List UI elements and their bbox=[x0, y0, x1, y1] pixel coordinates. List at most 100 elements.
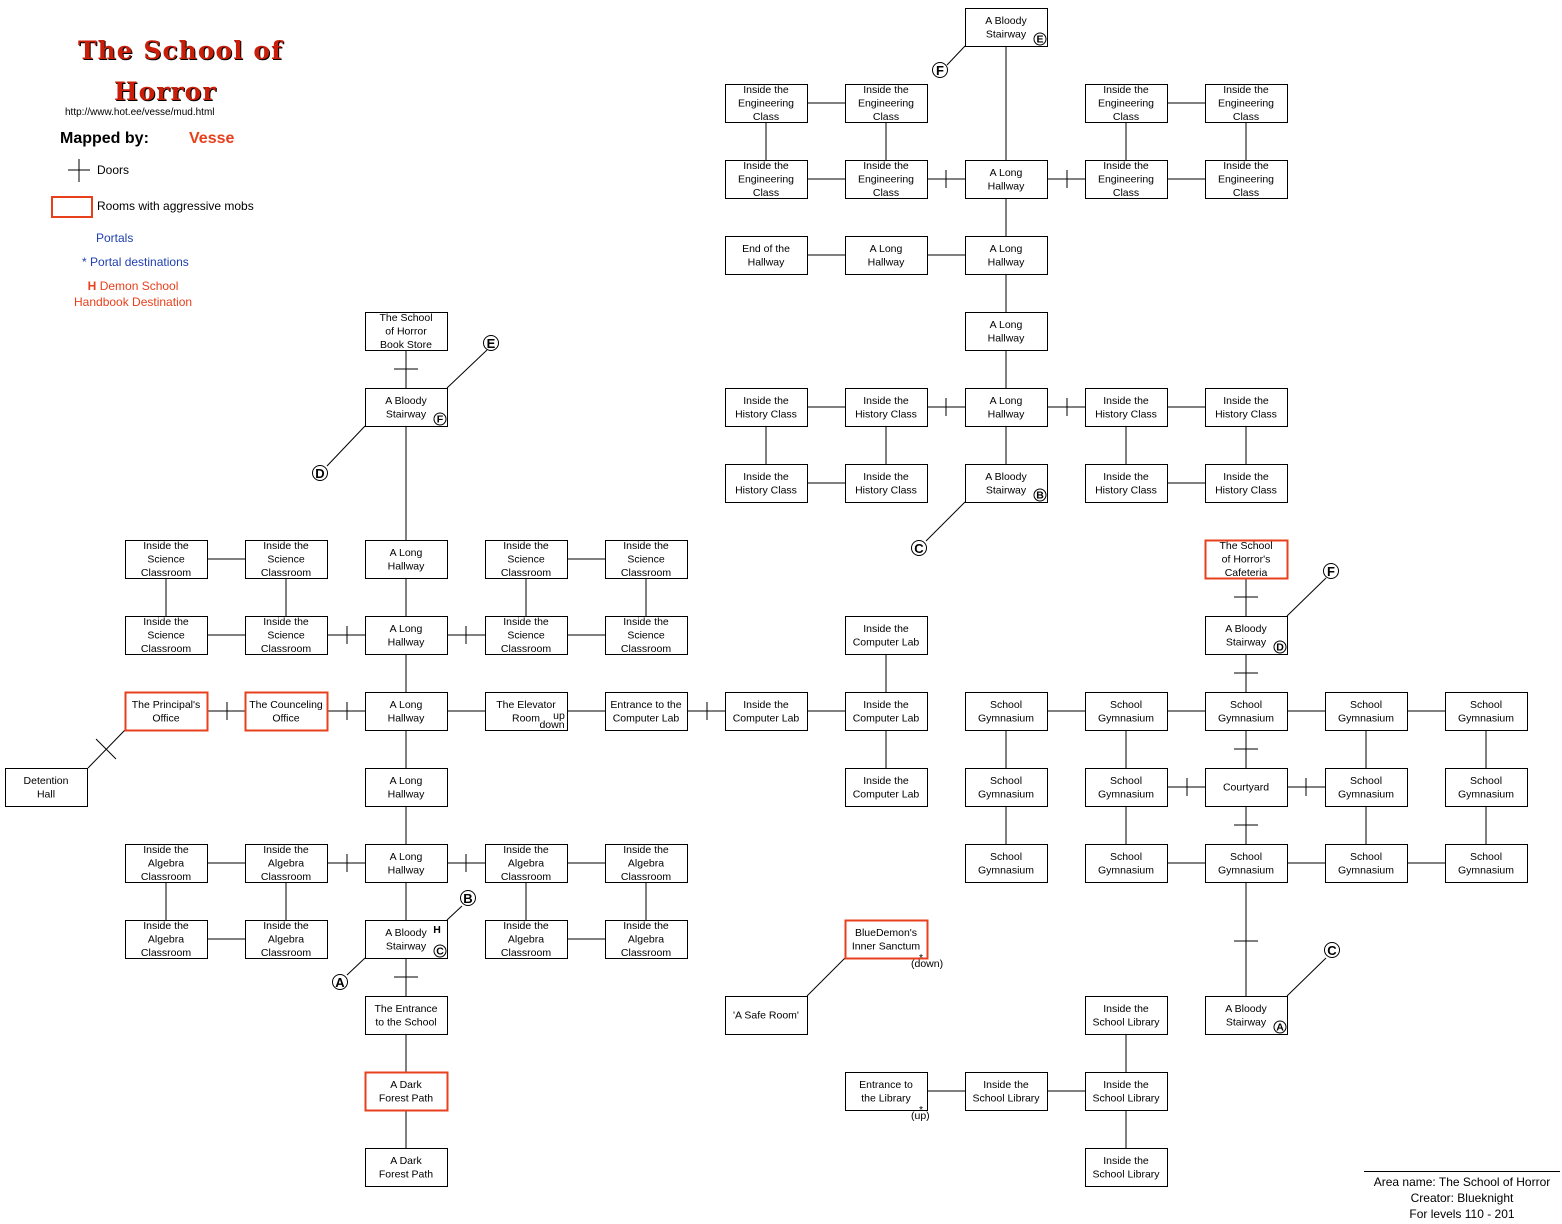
room-label-line: A Long bbox=[390, 699, 423, 711]
room-label-line: A Long bbox=[390, 851, 423, 863]
room-label-line: Computer Lab bbox=[733, 712, 800, 724]
room-label-line: School bbox=[990, 775, 1022, 787]
room-label-line: Science bbox=[147, 554, 185, 566]
room-label-line: Inside the bbox=[743, 395, 789, 407]
room-label-line: to the School bbox=[375, 1016, 436, 1028]
portal-down-label: down bbox=[539, 719, 564, 731]
room-label-line: Stairway bbox=[1226, 636, 1267, 648]
room-label-line: History Class bbox=[855, 408, 917, 420]
room-courtyard: Courtyard bbox=[1205, 768, 1288, 807]
room-label-line: Class bbox=[1233, 111, 1259, 123]
room-label-line: Classroom bbox=[621, 567, 671, 579]
room-label-line: School bbox=[1470, 699, 1502, 711]
room-label-line: Classroom bbox=[141, 567, 191, 579]
exit-line bbox=[925, 501, 966, 542]
room-label-line: Inside the bbox=[1103, 1003, 1149, 1015]
room-label-line: Hallway bbox=[748, 256, 786, 268]
room-label-line: Book Store bbox=[380, 339, 432, 351]
room-label-line: School bbox=[1350, 699, 1382, 711]
room-label-line: Classroom bbox=[501, 947, 551, 959]
room-label-line: Computer Lab bbox=[853, 788, 920, 800]
portal-destination-note: (down) bbox=[911, 958, 943, 970]
room-label-line: Inside the bbox=[1103, 84, 1149, 96]
exit-line bbox=[346, 957, 366, 976]
svg-text:B: B bbox=[463, 891, 472, 906]
room-label-line: Computer Lab bbox=[853, 636, 920, 648]
room-label-line: Algebra bbox=[628, 934, 664, 946]
room-label-line: Gymnasium bbox=[1218, 712, 1274, 724]
room-label-line: School bbox=[1350, 775, 1382, 787]
legend-aggressive: Rooms with aggressive mobs bbox=[97, 199, 254, 213]
exit-line bbox=[946, 45, 966, 66]
room-label-line: A Long bbox=[390, 547, 423, 559]
room-label-line: Inside the bbox=[1103, 471, 1149, 483]
room-label-line: The Principal's bbox=[132, 699, 201, 711]
room-label-line: Hallway bbox=[388, 560, 426, 572]
room-label-line: Science bbox=[267, 554, 305, 566]
exit-marker-m_e_w: E bbox=[483, 335, 499, 351]
exit-line bbox=[446, 905, 463, 921]
room-label-line: Class bbox=[753, 111, 779, 123]
room-label-line: Classroom bbox=[141, 871, 191, 883]
room-label-line: Hallway bbox=[988, 256, 1026, 268]
svg-text:C: C bbox=[914, 541, 924, 556]
room-label-line: Algebra bbox=[148, 858, 184, 870]
stair-exit-marker: E bbox=[1033, 32, 1047, 46]
room-label-line: A Bloody bbox=[1225, 1003, 1267, 1015]
room-label-line: School Library bbox=[1092, 1168, 1160, 1180]
room-label-line: Classroom bbox=[621, 643, 671, 655]
legend-door-icon bbox=[68, 159, 90, 182]
room-label-line: School Library bbox=[1092, 1092, 1160, 1104]
room-label-line: Inside the bbox=[743, 471, 789, 483]
stair-exit-marker: A bbox=[1273, 1020, 1287, 1034]
room-label-line: Hallway bbox=[388, 636, 426, 648]
svg-text:D: D bbox=[1276, 642, 1284, 654]
room-label-line: History Class bbox=[1215, 484, 1277, 496]
credit-levels: For levels 110 - 201 bbox=[1409, 1207, 1515, 1221]
room-label-line: Classroom bbox=[621, 871, 671, 883]
stair-exit-marker: F bbox=[433, 412, 447, 426]
map-title-line1: The School of bbox=[78, 36, 283, 65]
room-label-line: Inside the bbox=[863, 623, 909, 635]
svg-text:F: F bbox=[437, 414, 444, 426]
exit-marker-m_d_w: D bbox=[312, 465, 328, 481]
room-label-line: Inside the bbox=[623, 540, 669, 552]
room-label-line: Hallway bbox=[988, 180, 1026, 192]
room-label-line: Class bbox=[1113, 187, 1139, 199]
room-label-line: Science bbox=[267, 630, 305, 642]
author-url: http://www.hot.ee/vesse/mud.html bbox=[65, 107, 215, 118]
room-label-line: Gymnasium bbox=[978, 788, 1034, 800]
room-label-line: School bbox=[1110, 775, 1142, 787]
exit-marker-m_a_s: A bbox=[332, 974, 348, 990]
room-label-line: Algebra bbox=[268, 858, 304, 870]
room-label-line: Entrance to bbox=[859, 1079, 913, 1091]
room-label-line: School bbox=[990, 699, 1022, 711]
room-label-line: Science bbox=[507, 630, 545, 642]
room-label-line: Gymnasium bbox=[1458, 712, 1514, 724]
room-label-line: School Library bbox=[1092, 1016, 1160, 1028]
room-label-line: Hallway bbox=[868, 256, 906, 268]
legend-demon-line2: Handbook Destination bbox=[74, 295, 193, 309]
room-label-line: Inside the bbox=[1103, 1079, 1149, 1091]
